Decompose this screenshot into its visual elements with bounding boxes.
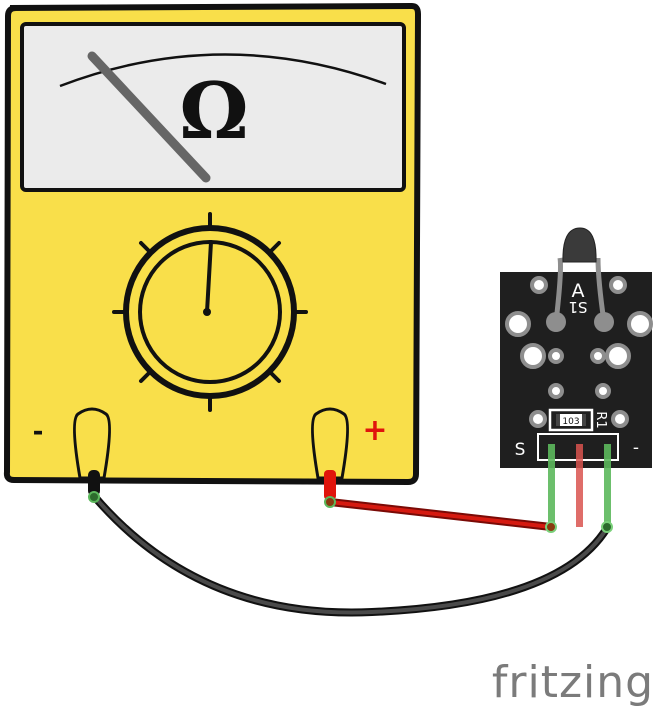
signal-pin-label: S (515, 440, 526, 460)
positive-jack[interactable] (310, 407, 350, 480)
temperature-sensor-module[interactable]: A S1 103 R1 S - (500, 227, 653, 527)
black-probe-tip (88, 470, 100, 496)
thermistor (562, 227, 597, 263)
positive-label: + (362, 413, 387, 448)
component-label: S1 (568, 298, 587, 316)
vcc-pin[interactable] (576, 444, 583, 527)
ground-pin[interactable] (604, 444, 611, 527)
ground-pin-label: - (633, 438, 639, 458)
part-label: A (572, 280, 585, 302)
red-probe-tip (324, 470, 336, 500)
resistor-value: 103 (562, 417, 579, 427)
multimeter[interactable]: Ω - + (3, 2, 422, 486)
fritzing-logo: fritzing (492, 657, 654, 706)
negative-label: - (33, 417, 44, 447)
dial-pointer (205, 240, 213, 314)
negative-jack[interactable] (72, 407, 112, 480)
unit-symbol: Ω (179, 66, 248, 157)
meter-display (20, 22, 406, 192)
meter-needle (87, 51, 211, 183)
signal-pin[interactable] (548, 444, 555, 527)
black-wire[interactable] (90, 492, 611, 617)
resistor-label: R1 (593, 411, 608, 428)
selector-dial[interactable] (112, 212, 308, 412)
